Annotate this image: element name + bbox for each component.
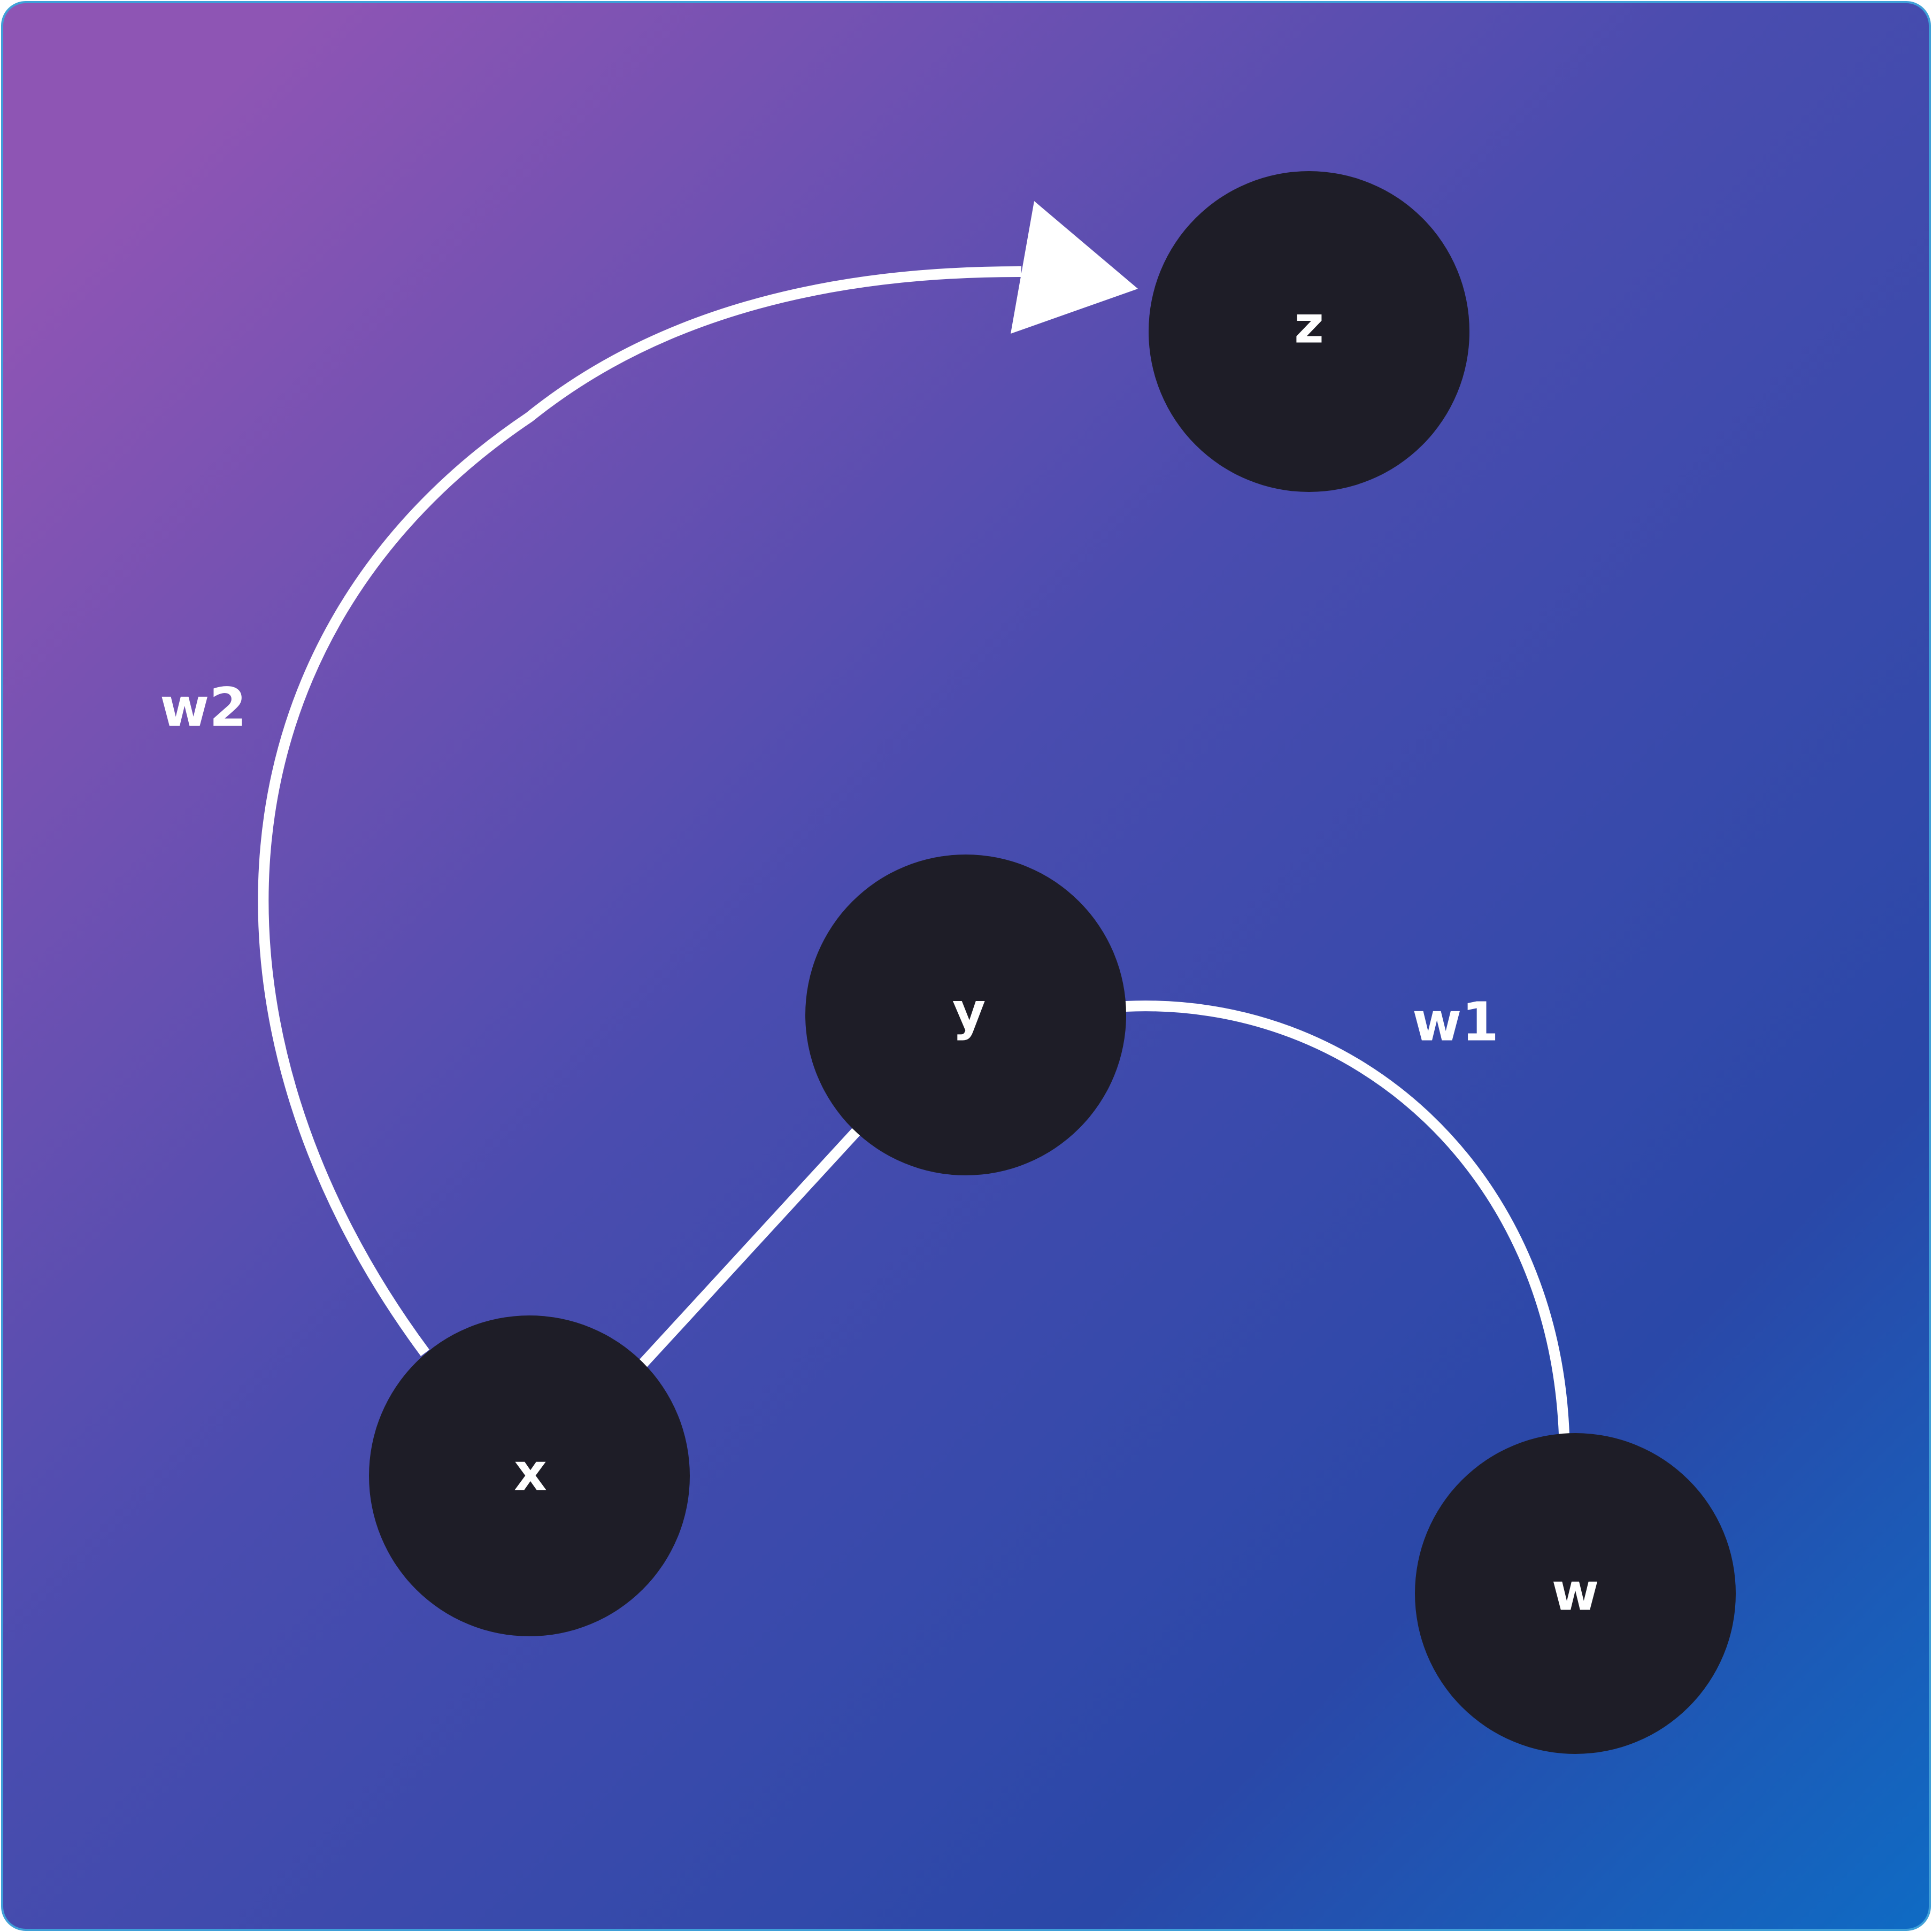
- node-w-label: w: [1552, 1562, 1599, 1622]
- edges-layer: [258, 266, 1569, 1435]
- edge-label-w1: w1: [1412, 990, 1499, 1053]
- edge-x-z: [258, 266, 1022, 1356]
- node-y-circle: [805, 855, 1126, 1175]
- node-w[interactable]: w: [1415, 1433, 1736, 1754]
- node-z[interactable]: z: [1149, 171, 1469, 492]
- node-x-circle: [369, 1315, 690, 1636]
- edge-label-w2: w2: [160, 676, 247, 738]
- node-y-label: y: [952, 981, 986, 1041]
- edge-y-w: [1125, 1000, 1569, 1435]
- edge-x-y: [635, 1126, 863, 1372]
- edge-x-z-arrowhead: [1011, 201, 1138, 334]
- node-w-circle: [1415, 1433, 1736, 1754]
- node-x[interactable]: x: [369, 1315, 690, 1636]
- node-z-circle: [1149, 171, 1469, 492]
- node-x-label: x: [514, 1442, 547, 1502]
- node-y[interactable]: y: [805, 855, 1126, 1175]
- node-z-label: z: [1294, 295, 1324, 355]
